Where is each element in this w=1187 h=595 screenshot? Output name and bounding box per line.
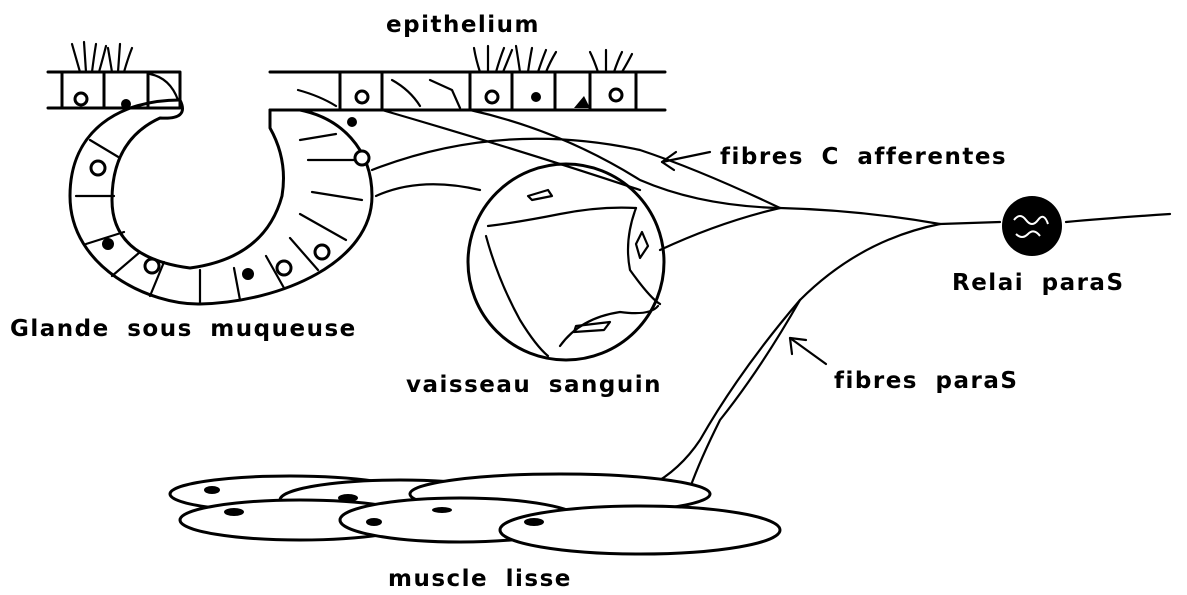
smooth-muscle <box>170 474 780 554</box>
label-muscle-lisse: muscle lisse <box>388 566 572 592</box>
label-relai-paras: Relai paraS <box>952 270 1125 296</box>
submucosal-gland <box>70 100 372 304</box>
annotation-arrows <box>662 152 826 364</box>
label-vaisseau-sanguin: vaisseau sanguin <box>406 372 662 398</box>
label-fibres-paras: fibres paraS <box>834 368 1018 394</box>
parasympathetic-relay <box>1002 196 1062 256</box>
epithelium-right <box>270 46 665 110</box>
label-fibres-c-afferentes: fibres C afferentes <box>720 144 1007 170</box>
epithelium-left <box>48 42 180 109</box>
blood-vessel <box>468 164 664 360</box>
label-glande-sous-muqueuse: Glande sous muqueuse <box>10 316 357 342</box>
label-epithelium: epithelium <box>386 12 540 38</box>
